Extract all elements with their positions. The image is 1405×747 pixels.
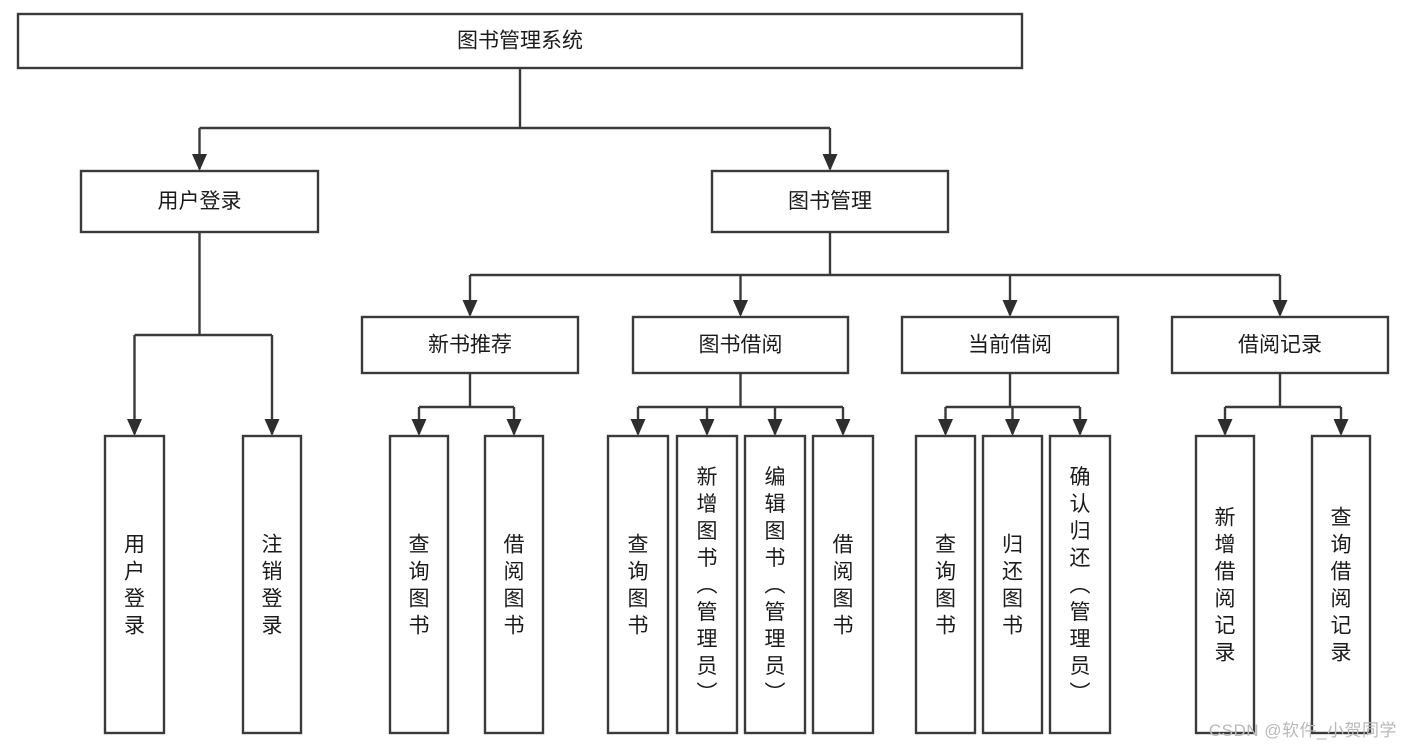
node-leaf-add-book-admin[interactable]: 新增图书︵管理员︶ (675, 434, 739, 735)
node-box-current-borrow (900, 315, 1120, 375)
node-label-leaf-confirm-return-admin: 确认归还︵管理员︶ (1070, 466, 1091, 705)
node-box-new-book-recommend (360, 315, 580, 375)
node-box-leaf-confirm-return-admin (1048, 434, 1112, 735)
connector-recommend-to-leaves (411, 373, 522, 436)
node-leaf-logout[interactable]: 注销登录 (241, 434, 303, 735)
node-box-leaf-logout (241, 434, 303, 735)
node-label-book-management: 图书管理 (788, 190, 872, 213)
node-label-leaf-add-borrow-record: 新增借阅记录 (1215, 507, 1236, 665)
node-box-leaf-add-borrow-record (1194, 434, 1256, 735)
node-label-leaf-add-book-admin: 新增图书︵管理员︶ (697, 466, 718, 705)
node-box-leaf-query-book-borrow (606, 434, 670, 735)
node-label-leaf-logout: 注销登录 (262, 534, 283, 638)
node-box-book-management (710, 169, 950, 234)
node-user-login[interactable]: 用户登录 (79, 169, 320, 234)
node-label-current-borrow: 当前借阅 (968, 334, 1052, 357)
node-root[interactable]: 图书管理系统 (16, 12, 1024, 70)
node-leaf-query-book-recommend[interactable]: 查询图书 (388, 434, 450, 735)
node-leaf-borrow-book[interactable]: 借阅图书 (811, 434, 875, 735)
node-box-borrow-record (1170, 315, 1390, 375)
connector-userlogin-to-leaves (127, 232, 280, 436)
connector-bookmgmt-to-level2 (462, 232, 1288, 317)
node-box-leaf-return-book (981, 434, 1044, 735)
node-box-leaf-query-book-current (914, 434, 977, 735)
node-label-leaf-query-book-recommend: 查询图书 (409, 534, 430, 638)
node-leaf-query-borrow-record[interactable]: 查询借阅记录 (1310, 434, 1372, 735)
node-book-borrow[interactable]: 图书借阅 (631, 315, 850, 375)
connector-borrow-to-leaves (630, 373, 851, 436)
node-leaf-return-book[interactable]: 归还图书 (981, 434, 1044, 735)
node-box-leaf-query-borrow-record (1310, 434, 1372, 735)
node-box-leaf-add-book-admin (675, 434, 739, 735)
node-label-leaf-user-login: 用户登录 (124, 534, 145, 638)
node-box-root (16, 12, 1024, 70)
node-label-leaf-query-borrow-record: 查询借阅记录 (1331, 507, 1352, 665)
node-borrow-record[interactable]: 借阅记录 (1170, 315, 1390, 375)
node-label-leaf-query-book-current: 查询图书 (935, 534, 956, 638)
node-label-root: 图书管理系统 (457, 30, 583, 53)
node-label-leaf-query-book-borrow: 查询图书 (628, 534, 649, 638)
node-leaf-query-book-borrow[interactable]: 查询图书 (606, 434, 670, 735)
node-box-leaf-user-login (103, 434, 166, 735)
connector-current-to-leaves (938, 373, 1088, 436)
connector-record-to-leaves (1217, 373, 1349, 436)
connector-root-to-level1 (192, 68, 838, 171)
node-new-book-recommend[interactable]: 新书推荐 (360, 315, 580, 375)
node-box-leaf-borrow-book-recommend (483, 434, 545, 735)
node-leaf-borrow-book-recommend[interactable]: 借阅图书 (483, 434, 545, 735)
node-box-leaf-borrow-book (811, 434, 875, 735)
node-label-leaf-edit-book-admin: 编辑图书︵管理员︶ (765, 466, 786, 705)
node-box-book-borrow (631, 315, 850, 375)
node-label-new-book-recommend: 新书推荐 (428, 334, 512, 357)
node-box-leaf-edit-book-admin (743, 434, 807, 735)
node-book-management[interactable]: 图书管理 (710, 169, 950, 234)
node-leaf-add-borrow-record[interactable]: 新增借阅记录 (1194, 434, 1256, 735)
node-label-borrow-record: 借阅记录 (1238, 334, 1322, 357)
node-label-leaf-borrow-book: 借阅图书 (833, 534, 854, 638)
node-leaf-edit-book-admin[interactable]: 编辑图书︵管理员︶ (743, 434, 807, 735)
node-leaf-confirm-return-admin[interactable]: 确认归还︵管理员︶ (1048, 434, 1112, 735)
node-leaf-query-book-current[interactable]: 查询图书 (914, 434, 977, 735)
node-label-user-login: 用户登录 (158, 190, 242, 213)
node-leaf-user-login[interactable]: 用户登录 (103, 434, 166, 735)
node-box-leaf-query-book-recommend (388, 434, 450, 735)
node-layer: 图书管理系统用户登录图书管理新书推荐图书借阅当前借阅借阅记录用户登录注销登录查询… (16, 12, 1390, 735)
node-box-user-login (79, 169, 320, 234)
node-label-book-borrow: 图书借阅 (699, 334, 783, 357)
node-label-leaf-return-book: 归还图书 (1002, 534, 1023, 638)
node-current-borrow[interactable]: 当前借阅 (900, 315, 1120, 375)
node-label-leaf-borrow-book-recommend: 借阅图书 (504, 534, 525, 638)
connector-layer (127, 68, 1349, 436)
